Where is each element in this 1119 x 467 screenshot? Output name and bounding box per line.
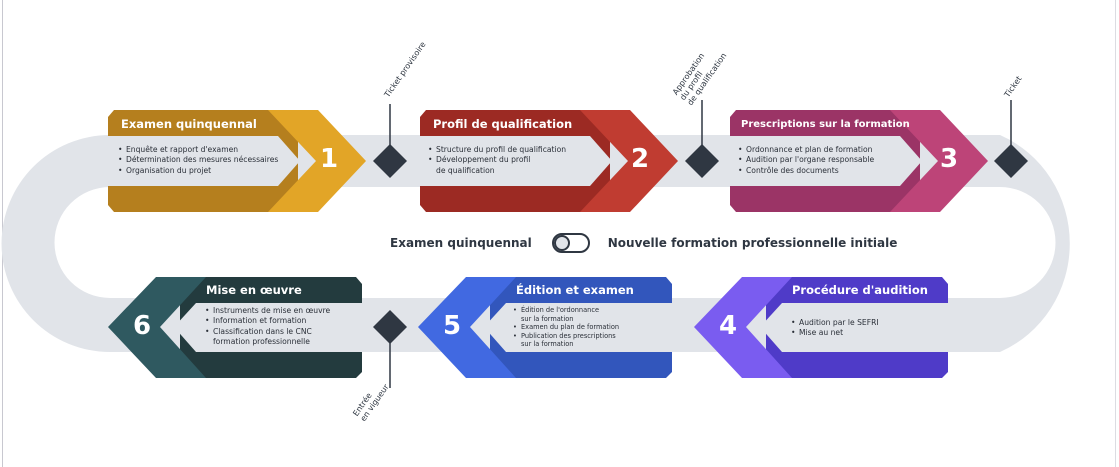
step-1-number: 1 [319, 144, 339, 174]
milestone-diamond-icon [685, 144, 719, 178]
step-3-number: 3 [939, 144, 959, 174]
step-4-item: Mise au net [791, 328, 879, 339]
step-3-title: Prescriptions sur la formation [741, 119, 910, 130]
step-3-item: Contrôle des documents [738, 166, 874, 177]
step-5-title: Édition et examen [516, 283, 634, 297]
step-1-item: Organisation du projet [118, 166, 278, 177]
mode-toggle-switch[interactable] [551, 233, 590, 253]
toggle-knob [553, 235, 570, 251]
step-4-shape [694, 277, 948, 378]
step-3-item: Audition par l'organe responsable [738, 155, 874, 166]
step-1-list: Enquête et rapport d'examen Déterminatio… [118, 145, 278, 177]
step-2-item: Développement du profil de qualification [428, 155, 566, 176]
step-1-title: Examen quinquennal [121, 117, 257, 131]
step-2-list: Structure du profil de qualification Dév… [428, 145, 566, 176]
step-5-item: Édition de l'ordonnance sur la formation [513, 306, 619, 323]
step-1-item: Détermination des mesures nécessaires [118, 155, 278, 166]
step-5-list: Édition de l'ordonnance sur la formation… [513, 306, 619, 349]
step-5-number: 5 [442, 311, 462, 341]
step-2-title: Profil de qualification [433, 117, 573, 131]
step-5-item: Publication des prescriptions sur la for… [513, 332, 619, 349]
step-6-item: Instruments de mise en œuvre [205, 306, 330, 317]
step-2-item: Structure du profil de qualification [428, 145, 566, 156]
step-1-item: Enquête et rapport d'examen [118, 145, 278, 156]
milestone-entree-en-vigueur [373, 310, 407, 388]
toggle-left-label[interactable]: Examen quinquennal [390, 236, 532, 250]
step-6-item: Classification dans le CNC formation pro… [205, 327, 330, 348]
milestone-approbation [685, 100, 719, 178]
step-4-title: Procédure d'audition [792, 283, 928, 297]
step-3-item: Ordonnance et plan de formation [738, 145, 874, 156]
step-6-title: Mise en œuvre [206, 283, 302, 297]
milestone-diamond-icon [373, 310, 407, 344]
milestone-diamond-icon [994, 144, 1028, 178]
step-6-item: Information et formation [205, 316, 330, 327]
step-5-item: Examen du plan de formation [513, 323, 619, 332]
step-6-number: 6 [132, 311, 152, 341]
milestone-ticket-provisoire [373, 104, 407, 178]
step-4-number: 4 [718, 311, 738, 341]
mode-toggle-row: Examen quinquennal Nouvelle formation pr… [390, 233, 897, 253]
toggle-right-label[interactable]: Nouvelle formation professionnelle initi… [607, 236, 898, 250]
step-3-list: Ordonnance et plan de formation Audition… [738, 145, 874, 177]
step-4-list: Audition par le SEFRI Mise au net [791, 318, 879, 339]
milestone-ticket [994, 100, 1028, 178]
step-2-number: 2 [630, 144, 650, 174]
step-4-item: Audition par le SEFRI [791, 318, 879, 329]
step-6-list: Instruments de mise en œuvre Information… [205, 306, 330, 348]
milestone-diamond-icon [373, 144, 407, 178]
